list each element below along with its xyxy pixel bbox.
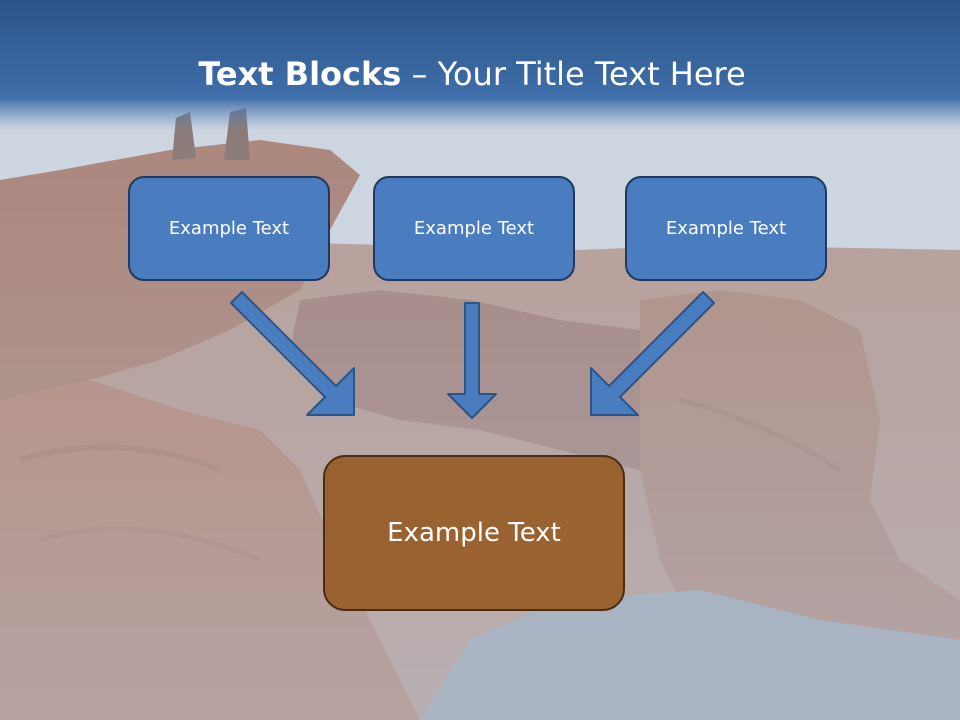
result-text-block[interactable]: Example Text <box>323 455 625 611</box>
arrow-center-down <box>447 302 497 419</box>
text-block-2-label: Example Text <box>413 218 535 239</box>
text-block-1[interactable]: Example Text <box>128 176 330 281</box>
title-separator: – <box>401 55 438 93</box>
text-block-2[interactable]: Example Text <box>373 176 575 281</box>
arrow-left-diagonal <box>230 291 355 416</box>
text-block-3-label: Example Text <box>665 218 787 239</box>
result-text-block-label: Example Text <box>387 518 561 548</box>
text-block-3[interactable]: Example Text <box>625 176 827 281</box>
title-bold-part: Text Blocks <box>198 55 402 93</box>
slide-title: Text Blocks – Your Title Text Here <box>0 52 944 96</box>
title-rest-part: Your Title Text Here <box>437 55 746 93</box>
text-block-1-label: Example Text <box>168 218 290 239</box>
arrow-right-diagonal <box>590 291 715 416</box>
